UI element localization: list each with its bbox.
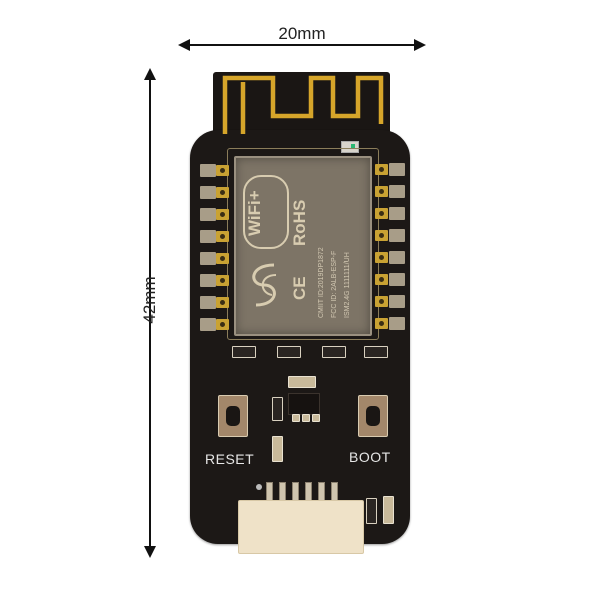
pad-ext — [200, 252, 216, 265]
antenna-trace-icon — [222, 75, 384, 134]
pad — [375, 230, 388, 241]
pad-ext — [200, 164, 216, 177]
pad-ext — [389, 251, 405, 264]
pad — [216, 297, 229, 308]
reset-label: RESET — [205, 451, 255, 467]
pad-ext — [200, 296, 216, 309]
status-led — [341, 141, 359, 153]
reset-button-cap — [226, 406, 240, 426]
arrow-right-icon — [414, 39, 426, 51]
ce-mark: CE — [290, 276, 309, 300]
height-label: 42mm — [140, 276, 159, 324]
width-dimension-line — [183, 44, 421, 46]
module-outline — [227, 148, 379, 340]
six-pin-connector[interactable] — [238, 500, 364, 554]
pad-ext — [389, 185, 405, 198]
arrow-left-icon — [178, 39, 190, 51]
ic-pin — [302, 414, 310, 422]
pad — [216, 275, 229, 286]
pad-ext — [200, 274, 216, 287]
smd-resistor — [322, 346, 346, 358]
pad-ext — [200, 186, 216, 199]
pad — [216, 253, 229, 264]
pad — [216, 231, 229, 242]
smd-resistor — [232, 346, 256, 358]
pad-ext — [200, 230, 216, 243]
pad-ext — [389, 273, 405, 286]
smd-resistor — [272, 397, 283, 421]
boot-label: BOOT — [349, 449, 391, 465]
arrow-up-icon — [144, 68, 156, 80]
arrow-down-icon — [144, 546, 156, 558]
rohs-mark: RoHS — [290, 199, 309, 246]
pad — [375, 252, 388, 263]
pad-ext — [200, 208, 216, 221]
pad — [216, 165, 229, 176]
pad-ext — [389, 317, 405, 330]
smd-resistor — [366, 498, 377, 524]
width-label: 20mm — [278, 24, 326, 43]
pad — [216, 209, 229, 220]
pad-ext — [389, 207, 405, 220]
pad — [375, 296, 388, 307]
module-marking-line1: CMIIT ID:2019DP1872 — [318, 247, 325, 318]
smd-capacitor — [383, 496, 394, 524]
pad — [216, 319, 229, 330]
led-green-dot — [351, 144, 355, 149]
pin1-marker — [256, 484, 262, 490]
reset-button[interactable] — [218, 395, 248, 437]
pad — [375, 274, 388, 285]
voltage-regulator-ic — [288, 393, 320, 415]
pad — [375, 186, 388, 197]
wifi-logo-text: WiFi+ — [245, 190, 264, 236]
pad — [375, 208, 388, 219]
boot-button[interactable] — [358, 395, 388, 437]
pad-ext — [389, 295, 405, 308]
pad-ext — [389, 229, 405, 242]
height-dimension-line — [149, 74, 151, 554]
pad — [375, 164, 388, 175]
pad — [375, 318, 388, 329]
smd-resistor — [277, 346, 301, 358]
smd-capacitor — [288, 376, 316, 388]
ic-pin — [292, 414, 300, 422]
boot-button-cap — [366, 406, 380, 426]
pad-ext — [389, 163, 405, 176]
module-marking-line3: ISM2.4G 1111111/UH — [344, 252, 351, 318]
smd-resistor — [364, 346, 388, 358]
pad-ext — [200, 318, 216, 331]
module-marking-line2: FCC ID: 2ALB-ESP-F — [331, 250, 338, 318]
wifi-logo-badge — [243, 175, 289, 249]
spiral-logo-icon — [252, 263, 277, 307]
ic-pin — [312, 414, 320, 422]
smd-capacitor — [272, 436, 283, 462]
pad — [216, 187, 229, 198]
